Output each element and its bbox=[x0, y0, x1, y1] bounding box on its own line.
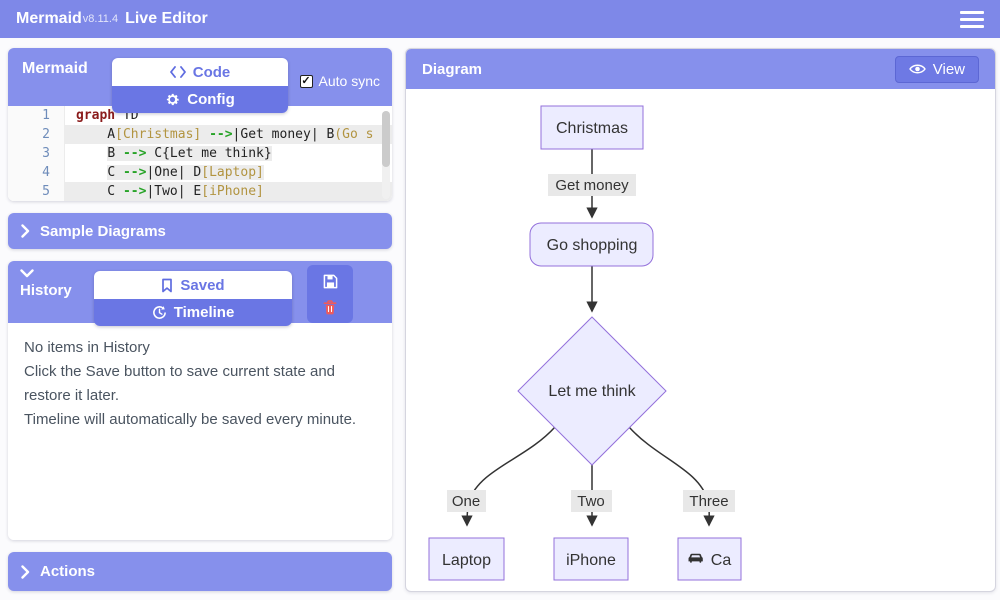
left-sidebar: Mermaid Code Config ✓ Auto sync bbox=[8, 48, 392, 592]
tab-timeline[interactable]: Timeline bbox=[94, 299, 292, 326]
car-icon bbox=[688, 553, 703, 563]
diagram-header: Diagram View bbox=[406, 49, 995, 89]
node-iphone[interactable]: iPhone bbox=[553, 537, 629, 581]
code-panel-title: Mermaid bbox=[22, 60, 88, 77]
edge-label-three: Three bbox=[683, 490, 735, 512]
history-title: History bbox=[20, 282, 72, 299]
edge-label-two: Two bbox=[571, 490, 612, 512]
trash-icon bbox=[323, 299, 337, 314]
code-panel-header: Mermaid Code Config ✓ Auto sync bbox=[8, 48, 392, 113]
code-line[interactable]: 3 B --> C{Let me think} bbox=[8, 144, 392, 163]
code-panel: Mermaid Code Config ✓ Auto sync bbox=[8, 48, 392, 201]
edge-label-get-money: Get money bbox=[548, 174, 636, 196]
node-car[interactable]: Ca bbox=[677, 537, 742, 581]
tab-saved[interactable]: Saved bbox=[94, 271, 292, 299]
editor-tabs: Code Config bbox=[112, 58, 288, 113]
editor-scrollbar-thumb[interactable] bbox=[382, 111, 390, 167]
svg-text:Go shopping: Go shopping bbox=[547, 237, 638, 254]
gear-icon bbox=[167, 93, 179, 106]
node-christmas[interactable]: Christmas bbox=[540, 105, 644, 150]
tab-config[interactable]: Config bbox=[112, 86, 288, 113]
app-title: Live Editor bbox=[125, 10, 208, 27]
svg-text:Laptop: Laptop bbox=[442, 552, 491, 569]
history-tabs: Saved Timeline bbox=[94, 271, 292, 326]
node-go-shopping[interactable]: Go shopping bbox=[529, 222, 654, 267]
edge-label-one: One bbox=[447, 490, 486, 512]
auto-sync-toggle[interactable]: ✓ Auto sync bbox=[299, 73, 380, 89]
actions-section[interactable]: Actions bbox=[8, 552, 392, 591]
svg-text:iPhone: iPhone bbox=[566, 552, 616, 569]
save-button[interactable] bbox=[307, 268, 353, 294]
auto-sync-label: Auto sync bbox=[318, 73, 380, 89]
node-let-me-think[interactable]: Let me think bbox=[517, 316, 667, 466]
bookmark-icon bbox=[162, 278, 173, 292]
svg-text:Let me think: Let me think bbox=[548, 383, 636, 400]
code-icon bbox=[169, 66, 186, 78]
svg-text:Three: Three bbox=[689, 493, 728, 510]
history-panel: History Saved Timeline bbox=[8, 261, 392, 540]
diagram-title: Diagram bbox=[422, 60, 483, 78]
history-empty-line: Click the Save button to save current st… bbox=[24, 363, 336, 404]
tab-code[interactable]: Code bbox=[112, 58, 288, 86]
flowchart: Get money One Two Three bbox=[428, 105, 742, 581]
delete-button[interactable] bbox=[307, 294, 353, 320]
code-line[interactable]: 4 C -->|One| D[Laptop] bbox=[8, 163, 392, 182]
view-button[interactable]: View bbox=[894, 55, 979, 83]
line-number: 5 bbox=[42, 184, 50, 199]
chevron-right-icon bbox=[21, 224, 30, 238]
checkbox-checked-icon[interactable]: ✓ bbox=[299, 74, 313, 88]
chevron-right-icon bbox=[21, 564, 30, 579]
svg-text:Get money: Get money bbox=[555, 177, 629, 194]
svg-text:One: One bbox=[452, 493, 480, 510]
line-number: 3 bbox=[42, 146, 50, 161]
line-number: 2 bbox=[42, 127, 50, 142]
diagram-panel: Diagram View bbox=[405, 48, 996, 592]
code-line[interactable]: 5 C -->|Two| E[iPhone] bbox=[8, 182, 392, 201]
eye-icon bbox=[908, 64, 926, 74]
history-icon bbox=[152, 306, 166, 319]
history-header: History Saved Timeline bbox=[8, 261, 392, 326]
history-actions bbox=[307, 265, 353, 323]
app-header: Mermaid v8.11.4 Live Editor bbox=[0, 0, 1000, 38]
app-brand: Mermaid bbox=[16, 10, 82, 27]
save-icon bbox=[323, 274, 337, 288]
history-empty-state: No items in History Click the Save butto… bbox=[8, 323, 392, 540]
history-empty-line: Timeline will automatically be saved eve… bbox=[24, 411, 357, 428]
chevron-down-icon[interactable] bbox=[20, 269, 34, 278]
diagram-canvas[interactable]: Get money One Two Three bbox=[406, 89, 995, 591]
line-number: 1 bbox=[42, 108, 50, 123]
line-number: 4 bbox=[42, 165, 50, 180]
node-laptop[interactable]: Laptop bbox=[428, 537, 505, 581]
sample-diagrams-section[interactable]: Sample Diagrams bbox=[8, 213, 392, 249]
hamburger-menu-icon[interactable] bbox=[960, 10, 984, 28]
svg-text:Christmas: Christmas bbox=[556, 120, 628, 137]
app-version: v8.11.4 bbox=[82, 13, 119, 25]
svg-text:Ca: Ca bbox=[711, 552, 732, 569]
history-empty-line: No items in History bbox=[24, 339, 150, 356]
svg-text:Two: Two bbox=[577, 493, 605, 510]
code-line[interactable]: 2 A[Christmas] -->|Get money| B(Go s bbox=[8, 125, 392, 144]
